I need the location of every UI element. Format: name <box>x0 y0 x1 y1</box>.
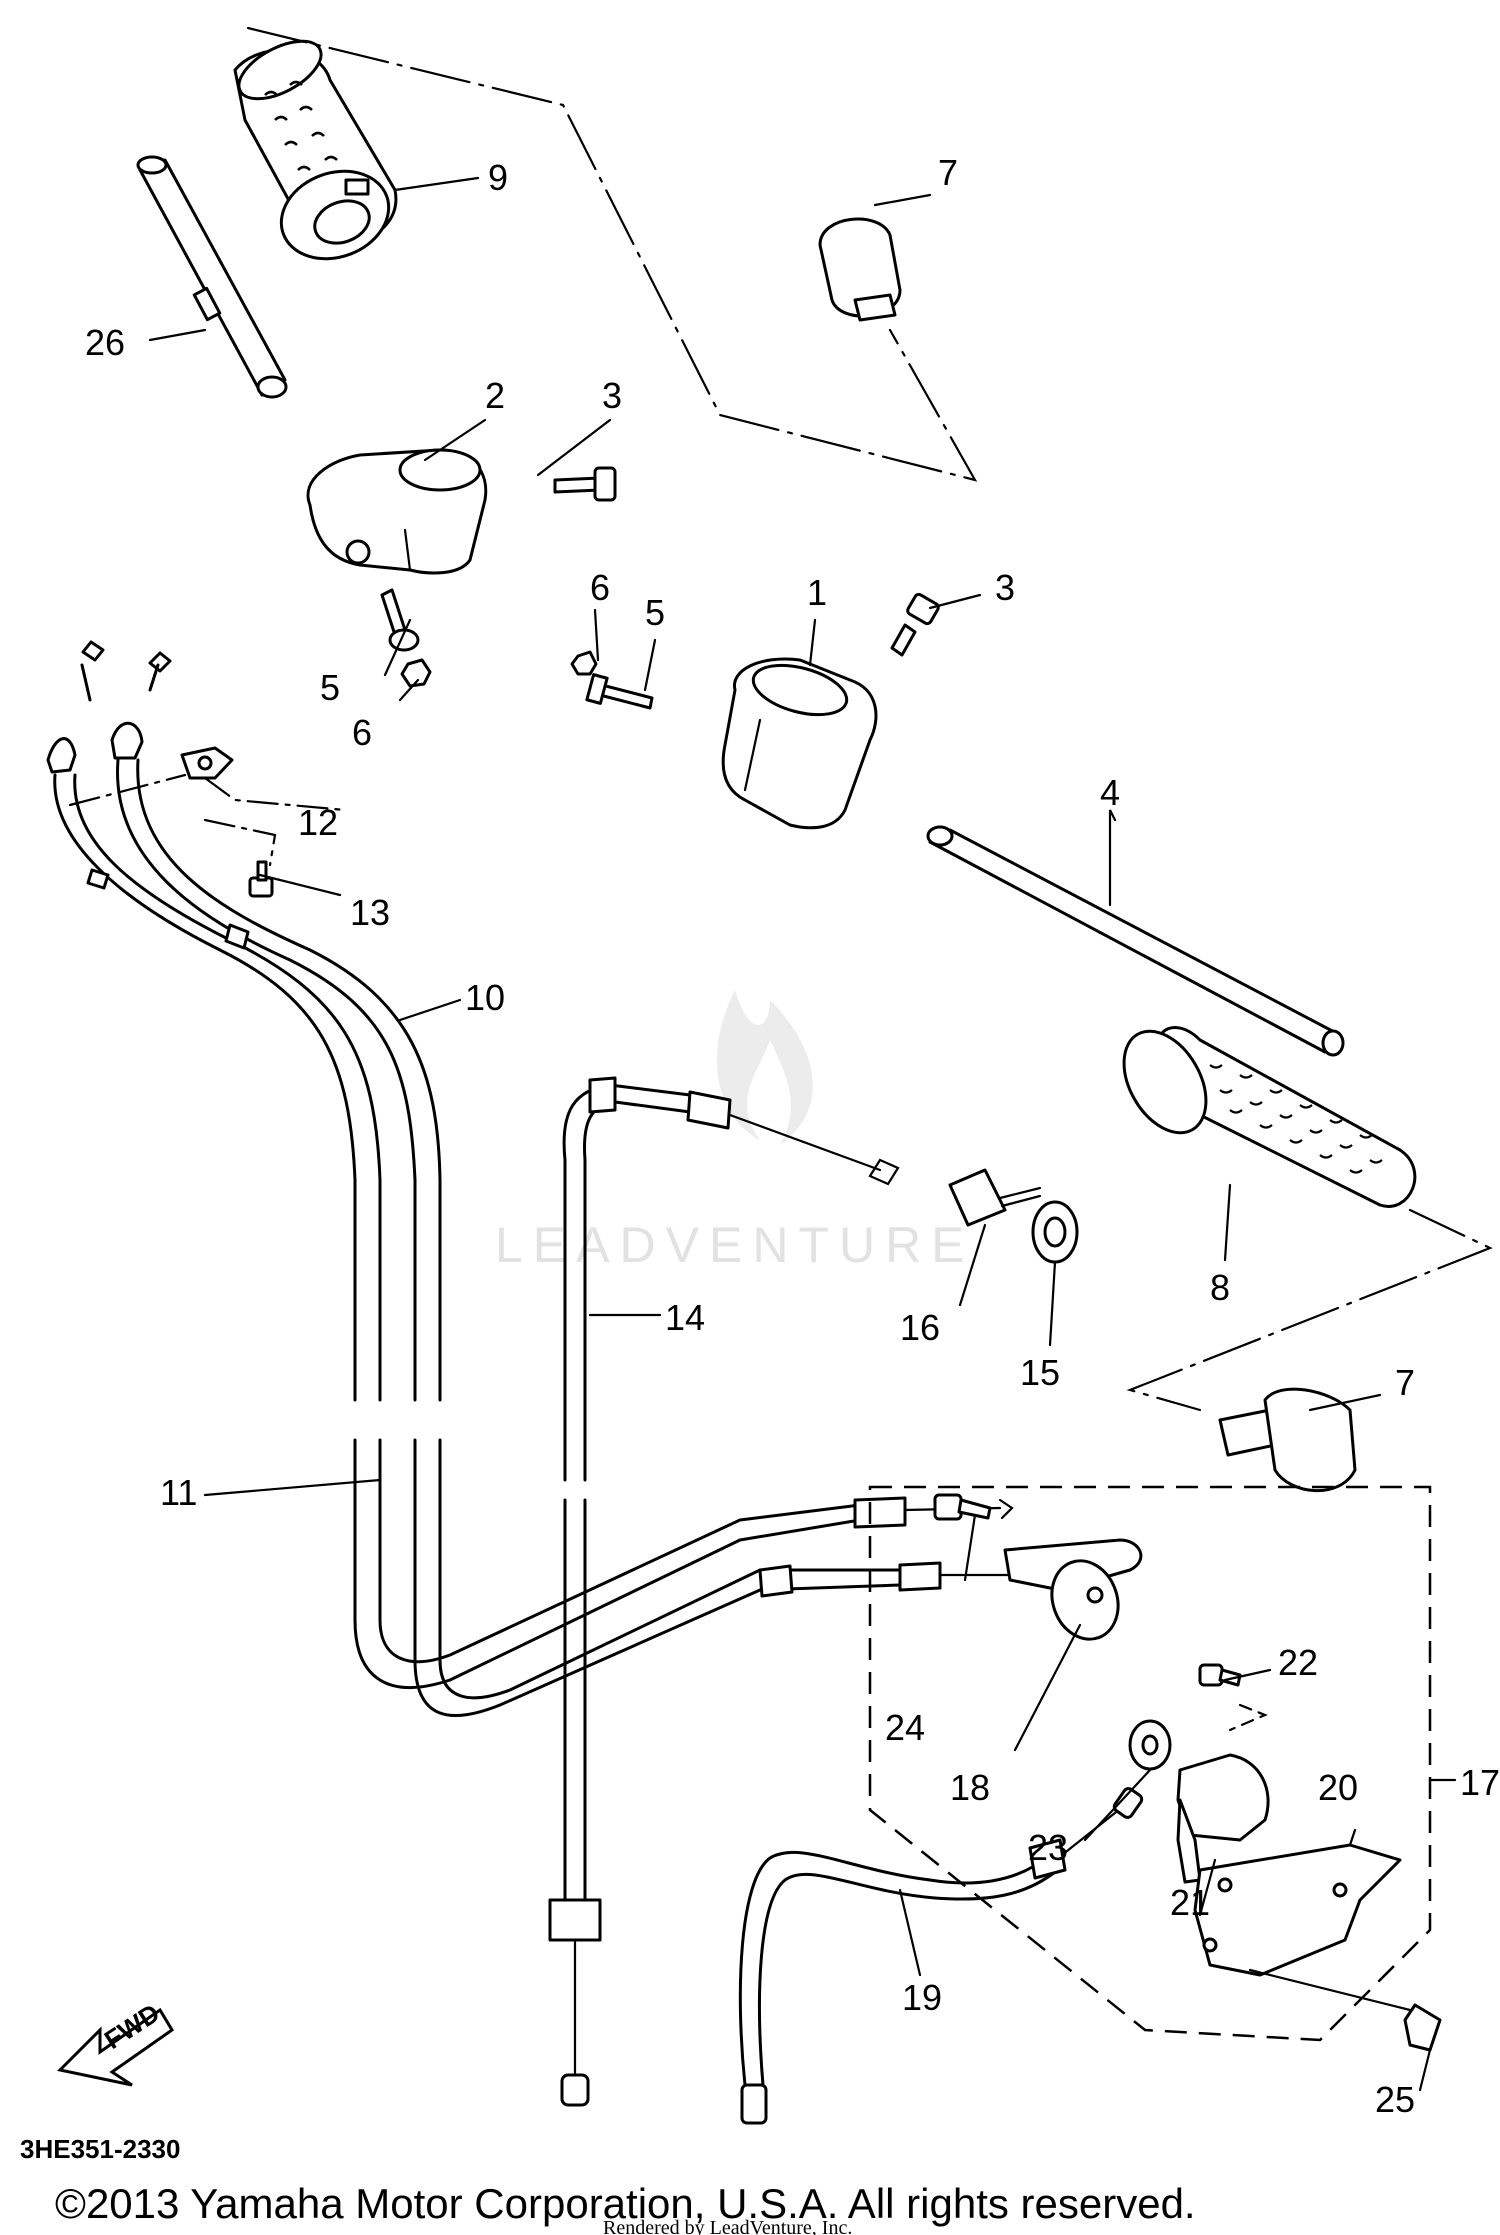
part-24-screw <box>933 1493 992 1521</box>
callout-leader-lines <box>148 176 1432 2092</box>
part-1-switch-housing <box>721 657 878 830</box>
callout-3-right: 3 <box>995 567 1015 608</box>
callout-26: 26 <box>85 322 125 363</box>
callout-3-upper: 3 <box>602 375 622 416</box>
part-17-cable <box>738 1787 1144 2125</box>
part-26-throttle-tube <box>136 155 288 399</box>
part-7-bar-end-lower <box>1218 1387 1357 1493</box>
bracket-guide-lines <box>68 773 347 867</box>
callout-5-left: 5 <box>320 667 340 708</box>
part-20-bracket <box>1193 1843 1402 1977</box>
part-14-cable <box>548 1076 900 2107</box>
callout-11: 11 <box>160 1472 197 1513</box>
part-11-throttle-cable-lower <box>353 1438 1044 1717</box>
part-6-nut-left <box>400 658 432 688</box>
watermark-flame-icon <box>716 990 813 1145</box>
callout-8: 8 <box>1210 1267 1230 1308</box>
callout-7-lower: 7 <box>1395 1362 1415 1403</box>
assembly-18-outline <box>868 1485 1432 2042</box>
callout-2: 2 <box>485 375 505 416</box>
callouts: 9 7 26 2 3 6 5 1 3 5 6 4 12 13 10 8 14 1… <box>85 152 1500 2120</box>
callout-18: 17 <box>1460 1762 1500 1803</box>
part-22-screw <box>1198 1663 1268 1732</box>
callout-16: 16 <box>900 1307 940 1348</box>
part-3-screw-upper <box>553 466 617 502</box>
part-7-bar-end-top <box>818 217 902 322</box>
part-6-nut-center <box>570 650 598 676</box>
callout-12: 12 <box>298 802 338 843</box>
part-2-switch-housing <box>306 448 488 575</box>
callout-24: 24 <box>885 1707 925 1748</box>
callout-1: 1 <box>807 572 827 613</box>
rendered-by-credit: Rendered by LeadVenture, Inc. <box>603 2217 852 2235</box>
part-15-lock-nut <box>1031 1200 1079 1264</box>
callout-4: 4 <box>1100 772 1120 813</box>
callout-20: 20 <box>1318 1767 1358 1808</box>
callout-14: 14 <box>665 1297 705 1338</box>
part-9-throttle-grip <box>233 39 398 261</box>
callout-15: 15 <box>1020 1352 1060 1393</box>
callout-9: 9 <box>488 157 508 198</box>
part-25-bolt <box>1248 1968 1442 2052</box>
part-5-screw-center <box>585 673 654 710</box>
part-8-left-grip <box>1122 1026 1417 1208</box>
watermark: LEADVENTURE <box>495 990 975 1273</box>
part-16-cable-adjuster <box>948 1168 1042 1227</box>
assembly-guide-line-right <box>1126 1208 1493 1412</box>
callout-5-center: 5 <box>645 592 665 633</box>
callout-6-center: 6 <box>590 567 610 608</box>
diagram-code: 3HE351-2330 <box>20 2134 180 2164</box>
part-10-throttle-cable-upper <box>46 640 442 1402</box>
callout-17: 19 <box>902 1977 942 2018</box>
callout-13: 13 <box>350 892 390 933</box>
assembly-guide-line-top <box>246 26 978 482</box>
callout-6-left: 6 <box>352 712 372 753</box>
part-4-handlebar <box>926 825 1345 1057</box>
copyright-notice: ©2013 Yamaha Motor Corporation, U.S.A. A… <box>55 2180 1196 2227</box>
part-21-holder <box>1176 1753 1270 1884</box>
part-19-lever <box>1003 1538 1143 1641</box>
callout-22: 22 <box>1278 1642 1318 1683</box>
callout-10: 10 <box>465 977 505 1018</box>
callout-19: 18 <box>950 1767 990 1808</box>
watermark-text: LEADVENTURE <box>495 1217 975 1273</box>
fwd-arrow-icon: FWD <box>56 1998 175 2087</box>
part-23-washer <box>1128 1719 1172 1771</box>
part-13-bracket-screw <box>248 860 274 898</box>
callout-25: 25 <box>1375 2079 1415 2120</box>
part-3-screw-right <box>890 592 940 657</box>
callout-7-top: 7 <box>938 152 958 193</box>
callout-21: 21 <box>1170 1882 1210 1923</box>
part-12-cable-bracket <box>180 746 234 780</box>
callout-23: 23 <box>1028 1827 1068 1868</box>
